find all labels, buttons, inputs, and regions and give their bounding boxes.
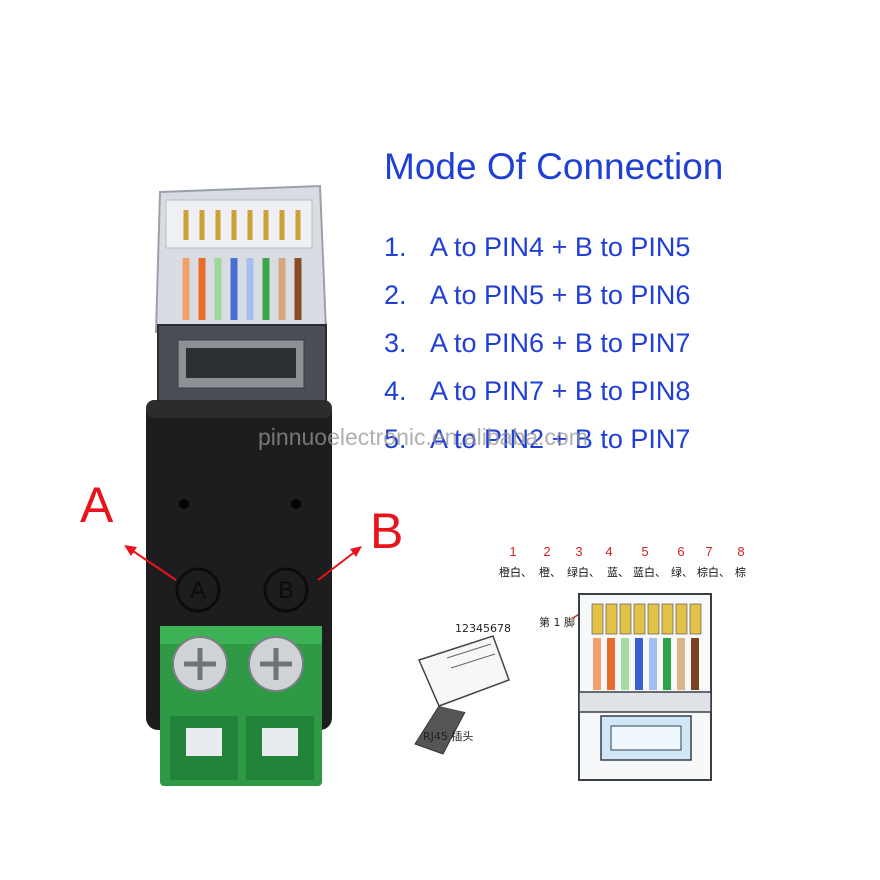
pin-number-1: 1: [509, 544, 516, 559]
mode-text: A to PIN5 + B to PIN6: [430, 280, 691, 310]
mode-number: 1.: [384, 232, 407, 262]
pin-number-4: 4: [605, 544, 612, 559]
pin-color-1: 橙白、: [499, 565, 532, 579]
mode-text: A to PIN2 + B to PIN7: [430, 424, 691, 454]
plug-caption: RJ45 插头: [423, 729, 473, 743]
label-a: A: [80, 477, 114, 533]
pin-color-8: 棕: [735, 565, 746, 579]
pin-number-7: 7: [705, 544, 712, 559]
mode-text: A to PIN7 + B to PIN8: [430, 376, 691, 406]
pin-number-2: 2: [543, 544, 550, 559]
terminal-b-marking: B: [278, 577, 294, 604]
pin-color-6: 绿、: [671, 565, 693, 579]
mode-item-2: 2. A to PIN5 + B to PIN6: [384, 280, 690, 311]
mode-item-4: 4. A to PIN7 + B to PIN8: [384, 376, 690, 407]
watermark: pinnuoelectronic.en.alibaba.com: [258, 424, 588, 450]
pin-number-8: 8: [737, 544, 744, 559]
pin-number-3: 3: [575, 544, 582, 559]
mode-number: 2.: [384, 280, 407, 310]
pin-number-5: 5: [641, 544, 648, 559]
pin-color-4: 蓝、: [607, 566, 629, 579]
mode-number: 4.: [384, 376, 407, 406]
mode-text: A to PIN6 + B to PIN7: [430, 328, 691, 358]
page-title: Mode Of Connection: [384, 146, 724, 187]
label-b: B: [370, 503, 404, 559]
plug-pin-numbers: 12345678: [455, 622, 511, 635]
mode-text: A to PIN4 + B to PIN5: [430, 232, 691, 262]
pin-color-2: 橙、: [539, 565, 561, 579]
terminal-a-marking: A: [190, 577, 206, 604]
mode-number: 5.: [384, 424, 407, 454]
mode-item-5: 5. A to PIN2 + B to PIN7: [384, 424, 690, 455]
pin-number-6: 6: [677, 544, 684, 559]
pin-color-3: 绿白、: [567, 565, 600, 579]
mode-item-3: 3. A to PIN6 + B to PIN7: [384, 328, 690, 359]
mode-item-1: 1. A to PIN4 + B to PIN5: [384, 232, 690, 263]
pin-color-5: 蓝白、: [633, 565, 666, 579]
pin-color-7: 棕白、: [697, 565, 730, 579]
mode-number: 3.: [384, 328, 407, 358]
rj45-terminal-adapter-image: A B: [124, 184, 362, 786]
first-pin-label: 第 1 脚: [539, 615, 575, 629]
rj45-pinout-diagram: 1 2 3 4 5 6 7 8 橙白、 橙、 绿白、 蓝、 蓝白、 绿、 棕白、…: [414, 544, 746, 781]
